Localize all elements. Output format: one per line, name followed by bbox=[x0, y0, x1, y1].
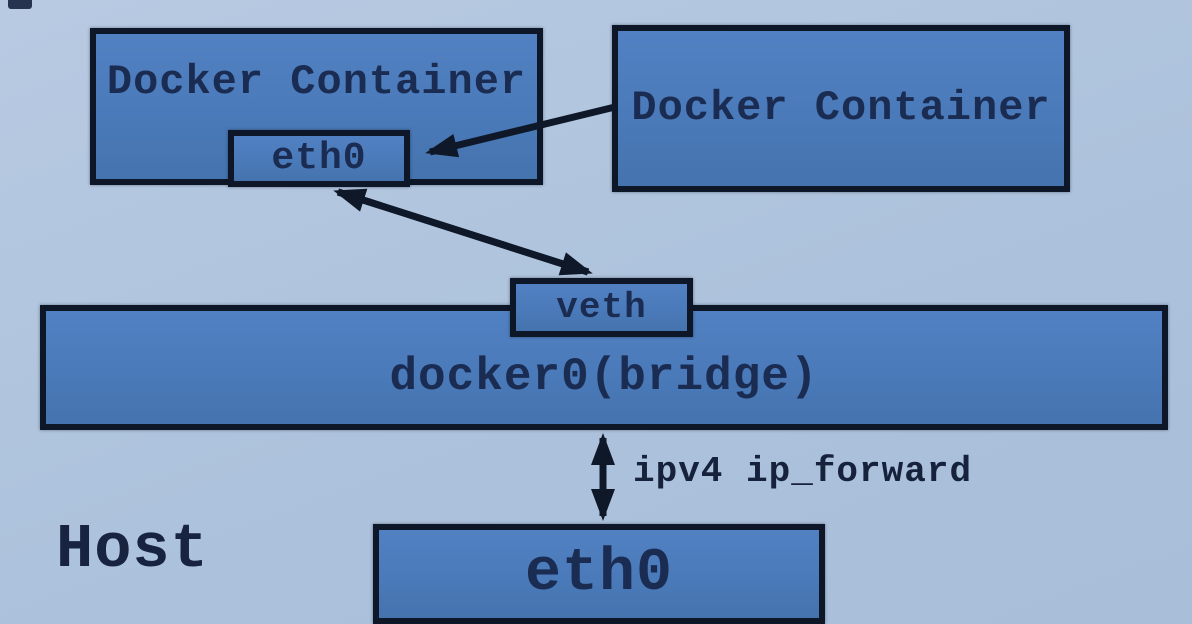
veth-label: veth bbox=[556, 287, 647, 328]
arrow-eth0-to-veth bbox=[333, 188, 593, 276]
veth-box: veth bbox=[510, 278, 693, 337]
container-eth0-label: eth0 bbox=[271, 137, 367, 180]
host-eth0-label: eth0 bbox=[524, 540, 674, 608]
docker-container-right-box: Docker Container bbox=[612, 25, 1070, 192]
docker-container-left-label: Docker Container bbox=[106, 58, 527, 106]
container-eth0-box: eth0 bbox=[228, 130, 410, 187]
host-label: Host bbox=[56, 514, 209, 585]
ip-forward-label: ipv4 ip_forward bbox=[633, 451, 973, 492]
host-eth0-box: eth0 bbox=[373, 524, 825, 624]
docker0-bridge-label: docker0(bridge) bbox=[389, 351, 819, 403]
docker-container-right-label: Docker Container bbox=[631, 84, 1051, 132]
video-artifact bbox=[8, 0, 32, 9]
